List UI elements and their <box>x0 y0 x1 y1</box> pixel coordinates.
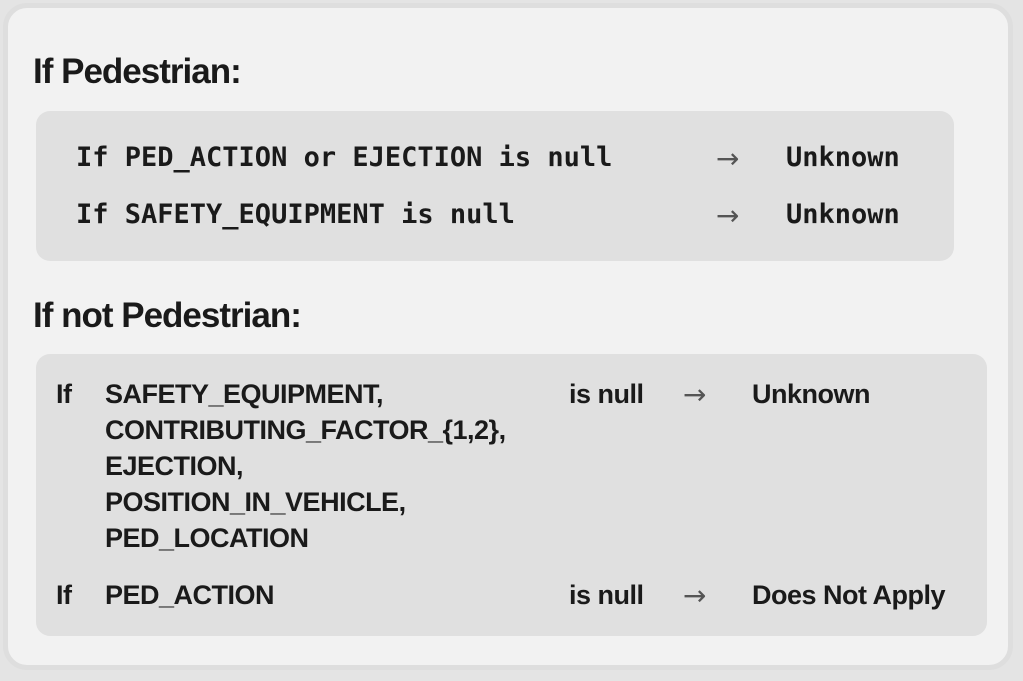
rule-1-field: CONTRIBUTING_FACTOR_{1,2}, <box>105 415 506 445</box>
pedestrian-rule-1-condition: If PED_ACTION or EJECTION is null <box>76 142 613 173</box>
right-arrow-icon: → <box>716 199 740 232</box>
rule-1-field: PED_LOCATION <box>105 523 309 553</box>
pedestrian-rule-2-condition: If SAFETY_EQUIPMENT is null <box>76 199 515 230</box>
not-pedestrian-heading: If not Pedestrian: <box>33 296 302 335</box>
rule-2-test: is null <box>569 580 644 610</box>
pedestrian-rule-2-result: Unknown <box>786 199 900 230</box>
rule-2-if-label: If <box>56 580 72 610</box>
rule-1-test: is null <box>569 379 644 409</box>
right-arrow-icon: → <box>716 142 740 175</box>
right-arrow-icon: → <box>683 378 706 411</box>
rule-2-field: PED_ACTION <box>105 580 275 610</box>
right-arrow-icon: → <box>683 579 706 612</box>
pedestrian-heading: If Pedestrian: <box>33 52 242 91</box>
rule-1-field: SAFETY_EQUIPMENT, <box>105 379 384 409</box>
rule-1-field-list: SAFETY_EQUIPMENT, CONTRIBUTING_FACTOR_{1… <box>105 376 506 556</box>
pedestrian-rule-1-result: Unknown <box>786 142 900 173</box>
not-pedestrian-rules-panel: If SAFETY_EQUIPMENT, CONTRIBUTING_FACTOR… <box>36 354 987 636</box>
rule-2-result: Does Not Apply <box>752 580 946 610</box>
rule-1-field: POSITION_IN_VEHICLE, <box>105 487 406 517</box>
rule-1-if-label: If <box>56 379 72 409</box>
rule-1-result: Unknown <box>752 379 871 409</box>
rule-1-field: EJECTION, <box>105 451 244 481</box>
pedestrian-rules-panel: If PED_ACTION or EJECTION is null → Unkn… <box>36 111 954 261</box>
